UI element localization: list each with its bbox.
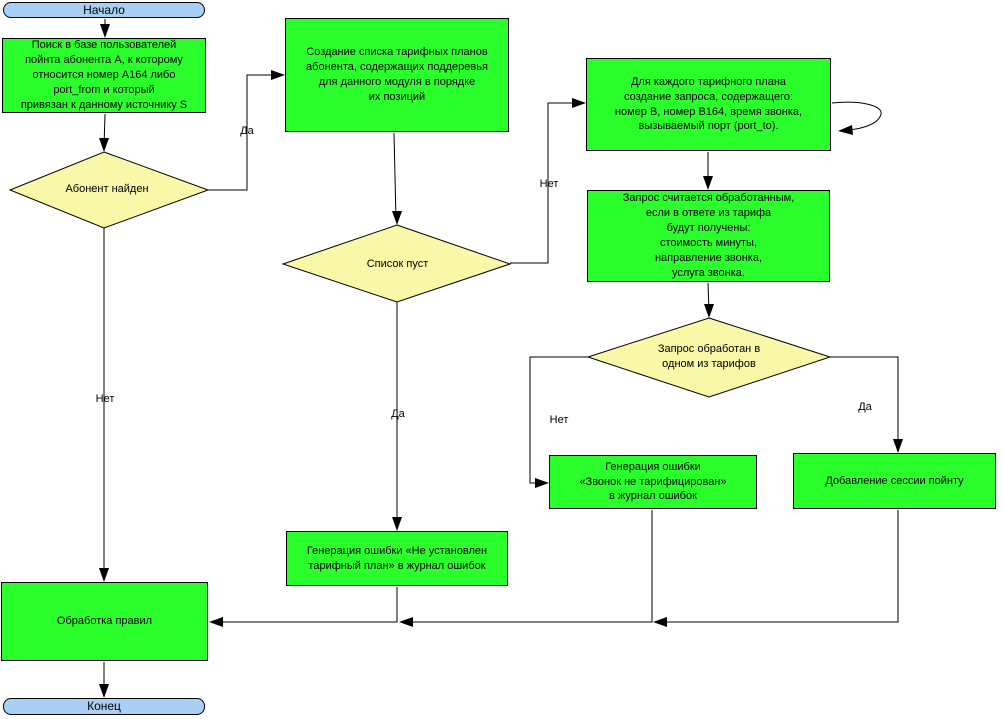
node-request-processed-q: Запрос обработан в одном из тарифов <box>657 343 761 370</box>
node-create-request: Для каждого тарифного плана создание зап… <box>586 58 831 151</box>
decision-shape-request-processed <box>586 317 832 398</box>
edge-errortariff-merge <box>413 510 653 623</box>
node-error-no-plan: Генерация ошибки «Не установлен тарифный… <box>286 531 508 586</box>
edge-listempty-no <box>510 102 581 264</box>
edge-planlist-listempty <box>393 132 397 221</box>
edge-label-yes-found: Да <box>240 125 254 137</box>
edge-processed-yes <box>830 356 899 448</box>
node-list-empty: Список пуст <box>366 257 429 270</box>
edge-label-yes-processed: Да <box>858 401 872 413</box>
edge-label-yes-list-empty: Да <box>391 408 405 420</box>
node-create-plan-list: Создание списка тарифных планов абонента… <box>285 18 509 132</box>
node-process-rules: Обработка правил <box>1 582 208 661</box>
node-add-session: Добавление сессии пойнту <box>793 453 996 509</box>
node-error-not-tariffed: Генерация ошибки «Звонок не тарифицирова… <box>549 455 757 509</box>
edge-request-self-loop <box>831 101 882 131</box>
edge-label-no-processed: Нет <box>549 414 569 426</box>
node-end: Конец <box>3 698 205 715</box>
node-request-processed-def: Запрос считается обработанным, если в от… <box>587 190 830 282</box>
node-search-user: Поиск в базе пользователей пойнта абонен… <box>2 38 206 113</box>
edge-label-no-list-empty: Нет <box>539 178 559 190</box>
node-subscriber-found: Абонент найден <box>65 182 149 195</box>
edge-errorplan-rules <box>223 587 398 623</box>
node-start: Начало <box>3 2 205 18</box>
edge-addsession-merge <box>667 510 899 623</box>
edge-label-no-found: Нет <box>95 393 115 405</box>
edge-found-yes <box>208 74 280 191</box>
